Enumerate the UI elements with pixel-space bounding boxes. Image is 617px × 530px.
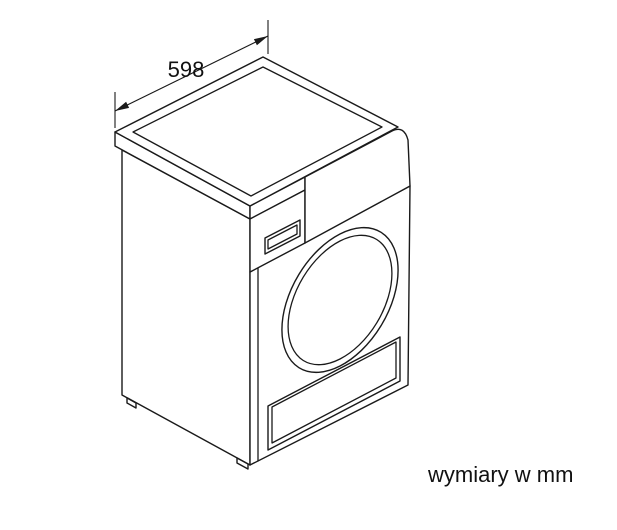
dimension-line — [114, 35, 269, 112]
width-dimension: 598 — [114, 20, 269, 128]
width-dimension-label: 598 — [168, 57, 205, 82]
units-note: wymiary w mm — [427, 462, 573, 487]
arrowhead-left — [115, 101, 130, 111]
bottom-service-panel-inner — [271, 341, 397, 444]
arrowhead-right — [253, 36, 268, 46]
control-panel-right — [304, 128, 411, 244]
foot-left — [126, 397, 137, 409]
top-cover — [114, 56, 399, 207]
door-outer-ring — [282, 204, 398, 395]
foot-front — [236, 457, 249, 470]
door — [282, 204, 398, 395]
bottom-service-panel — [267, 336, 401, 451]
display-window-inner — [267, 224, 298, 250]
top-cover-inner-edge — [132, 66, 383, 197]
door-inner-ring — [288, 214, 392, 385]
